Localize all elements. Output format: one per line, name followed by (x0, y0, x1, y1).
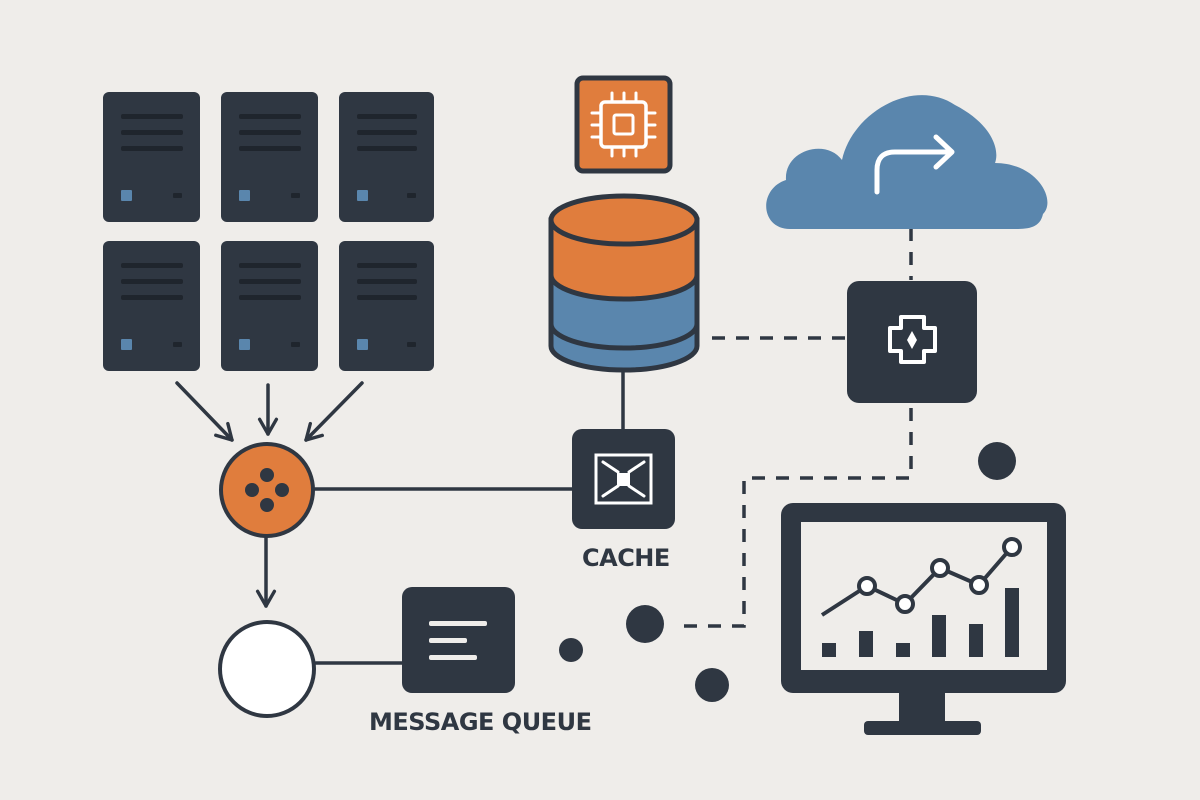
server-arrows (175, 381, 364, 442)
monitor-trend-points (857, 537, 1022, 614)
server-icon (339, 241, 434, 371)
solid-connectors (255, 370, 625, 665)
dashed-connectors (680, 228, 913, 628)
server-icon (103, 92, 200, 222)
dot-icon (559, 638, 583, 662)
server-group (103, 92, 434, 371)
cache-label: CACHE (582, 544, 670, 572)
server-icon (103, 241, 200, 371)
monitor-bars (822, 588, 1019, 657)
dot-icon (978, 442, 1016, 480)
decorative-dots (559, 442, 1016, 702)
cloud-icon (766, 95, 1048, 229)
dot-icon (626, 605, 664, 643)
load-balancer-icon (219, 442, 315, 538)
message-queue-icon (402, 587, 515, 693)
server-icon (221, 92, 318, 222)
cpu-chip-icon (574, 75, 673, 174)
cache-icon (572, 429, 675, 529)
dot-icon (695, 668, 729, 702)
server-icon (221, 241, 318, 371)
gateway-icon (847, 281, 977, 403)
queue-node-icon (218, 620, 316, 718)
arrow-left (175, 381, 234, 442)
message-queue-label: MESSAGE QUEUE (369, 708, 591, 736)
server-icon (339, 92, 434, 222)
arrow-right (304, 381, 364, 442)
database-icon (548, 193, 700, 373)
monitor-icon (781, 503, 1066, 735)
